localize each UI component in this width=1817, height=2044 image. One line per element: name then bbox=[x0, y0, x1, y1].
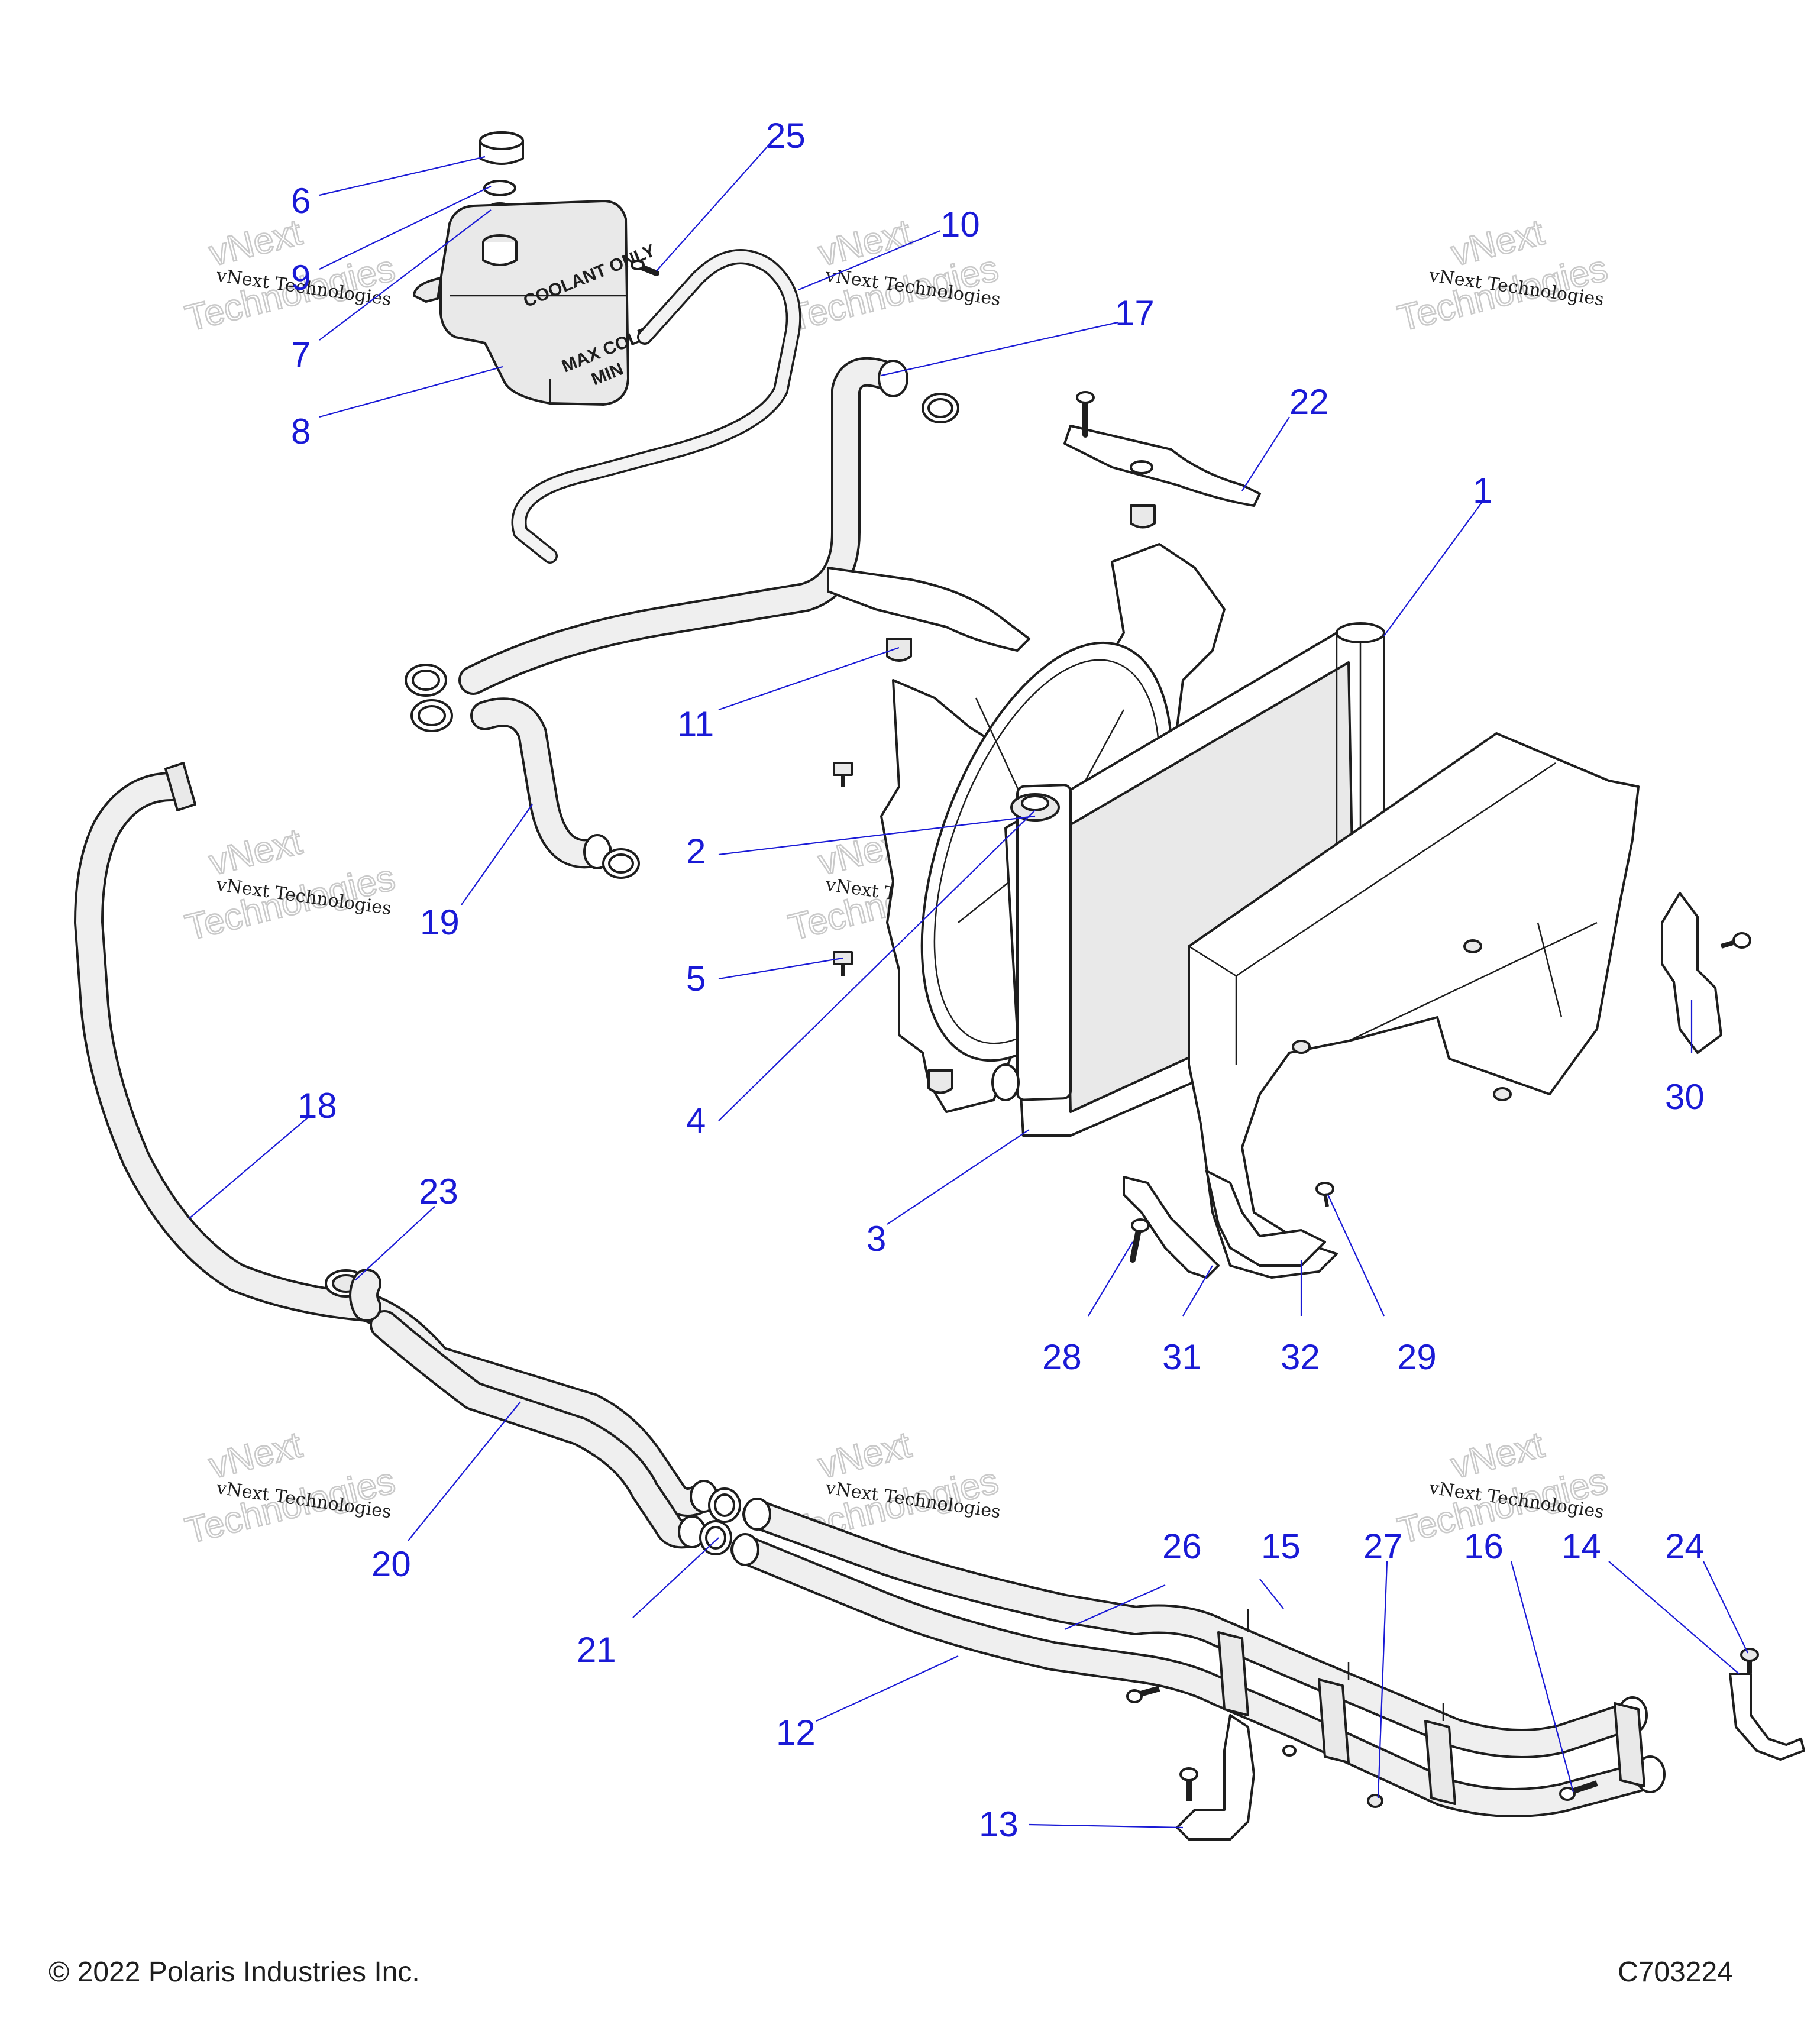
watermark-mid-left: vNext Technologies vNext Technologies bbox=[180, 820, 399, 949]
callout-1: 1 bbox=[1473, 471, 1492, 510]
part-bracket-13 bbox=[1176, 1714, 1255, 1841]
callout-24: 24 bbox=[1665, 1526, 1705, 1566]
callout-18: 18 bbox=[298, 1086, 337, 1126]
part-bracket-31 bbox=[1123, 1176, 1220, 1279]
callout-23: 23 bbox=[419, 1172, 458, 1211]
part-radiator-frame bbox=[1188, 732, 1640, 1279]
callout-21: 21 bbox=[577, 1630, 616, 1670]
callout-5: 5 bbox=[686, 959, 706, 998]
part-frame-bolts bbox=[1292, 939, 1512, 1101]
callout-12: 12 bbox=[776, 1713, 816, 1752]
callouts: 1 2 3 4 5 6 7 8 9 10 11 12 13 14 15 16 1… bbox=[291, 116, 1705, 1844]
callout-6: 6 bbox=[291, 181, 311, 221]
callout-3: 3 bbox=[867, 1219, 886, 1259]
leader-lines bbox=[189, 144, 1748, 1829]
part-tube-clamps-15 bbox=[1217, 1609, 1645, 1805]
copyright-text: © 2022 Polaris Industries Inc. bbox=[49, 1956, 420, 1988]
callout-25: 25 bbox=[766, 116, 806, 156]
part-cap bbox=[479, 131, 524, 165]
part-clamps-21 bbox=[699, 1487, 741, 1555]
part-bolt-tube bbox=[1126, 1686, 1297, 1757]
part-bracket-32 bbox=[1205, 1170, 1326, 1267]
part-y-hose-20 bbox=[349, 1269, 719, 1549]
part-screw-25 bbox=[631, 260, 659, 276]
callout-2: 2 bbox=[686, 832, 706, 871]
callout-19: 19 bbox=[420, 903, 460, 942]
part-bolt-24 bbox=[1740, 1648, 1759, 1673]
callout-17: 17 bbox=[1115, 293, 1155, 333]
callout-7: 7 bbox=[291, 335, 311, 374]
callout-15: 15 bbox=[1261, 1526, 1301, 1566]
part-upper-radiator-hose bbox=[458, 357, 908, 695]
part-overflow-tube bbox=[511, 249, 801, 564]
part-bracket-22 bbox=[1063, 391, 1261, 529]
watermark-low-left: vNext Technologies vNext Technologies bbox=[180, 1424, 399, 1553]
callout-11: 11 bbox=[677, 704, 714, 744]
callout-16: 16 bbox=[1464, 1526, 1504, 1566]
part-grommet-11 bbox=[886, 638, 912, 662]
part-long-hose-18 bbox=[74, 762, 381, 1322]
callout-9: 9 bbox=[291, 258, 311, 297]
callout-28: 28 bbox=[1042, 1337, 1082, 1377]
callout-29: 29 bbox=[1397, 1337, 1437, 1377]
part-screw-29 bbox=[1315, 1182, 1334, 1207]
callout-20: 20 bbox=[371, 1544, 411, 1584]
callout-13: 13 bbox=[979, 1804, 1019, 1844]
part-screw-16 bbox=[1559, 1780, 1598, 1801]
part-grommet-lower bbox=[927, 1069, 953, 1094]
part-nut-27 bbox=[1367, 1794, 1383, 1808]
watermark-top-left: vNext Technologies vNext Technologies bbox=[180, 211, 399, 340]
part-hose-bracket bbox=[827, 567, 1030, 652]
callout-8: 8 bbox=[291, 412, 311, 451]
part-bolt-30 bbox=[1720, 932, 1751, 949]
callout-4: 4 bbox=[686, 1101, 706, 1140]
diagram-id: C703224 bbox=[1618, 1956, 1733, 1988]
watermark-top-right: vNext Technologies vNext Technologies bbox=[1393, 211, 1612, 340]
callout-31: 31 bbox=[1162, 1337, 1202, 1377]
callout-30: 30 bbox=[1665, 1077, 1705, 1117]
callout-27: 27 bbox=[1363, 1526, 1403, 1566]
part-coolant-reservoir: COOLANT ONLY MAX COLD MIN bbox=[413, 200, 658, 406]
part-clamps-upper bbox=[405, 393, 959, 879]
part-bolt-28 bbox=[1130, 1218, 1150, 1263]
part-o-ring bbox=[483, 180, 516, 196]
callout-32: 32 bbox=[1281, 1337, 1320, 1377]
callout-22: 22 bbox=[1289, 382, 1329, 422]
part-bolt-13 bbox=[1179, 1767, 1198, 1801]
callout-10: 10 bbox=[940, 205, 980, 244]
part-bracket-14 bbox=[1729, 1673, 1805, 1761]
callout-26: 26 bbox=[1162, 1526, 1202, 1566]
part-bracket-30 bbox=[1661, 892, 1722, 1054]
part-coolant-tubes bbox=[730, 1498, 1666, 1817]
callout-14: 14 bbox=[1561, 1526, 1601, 1566]
